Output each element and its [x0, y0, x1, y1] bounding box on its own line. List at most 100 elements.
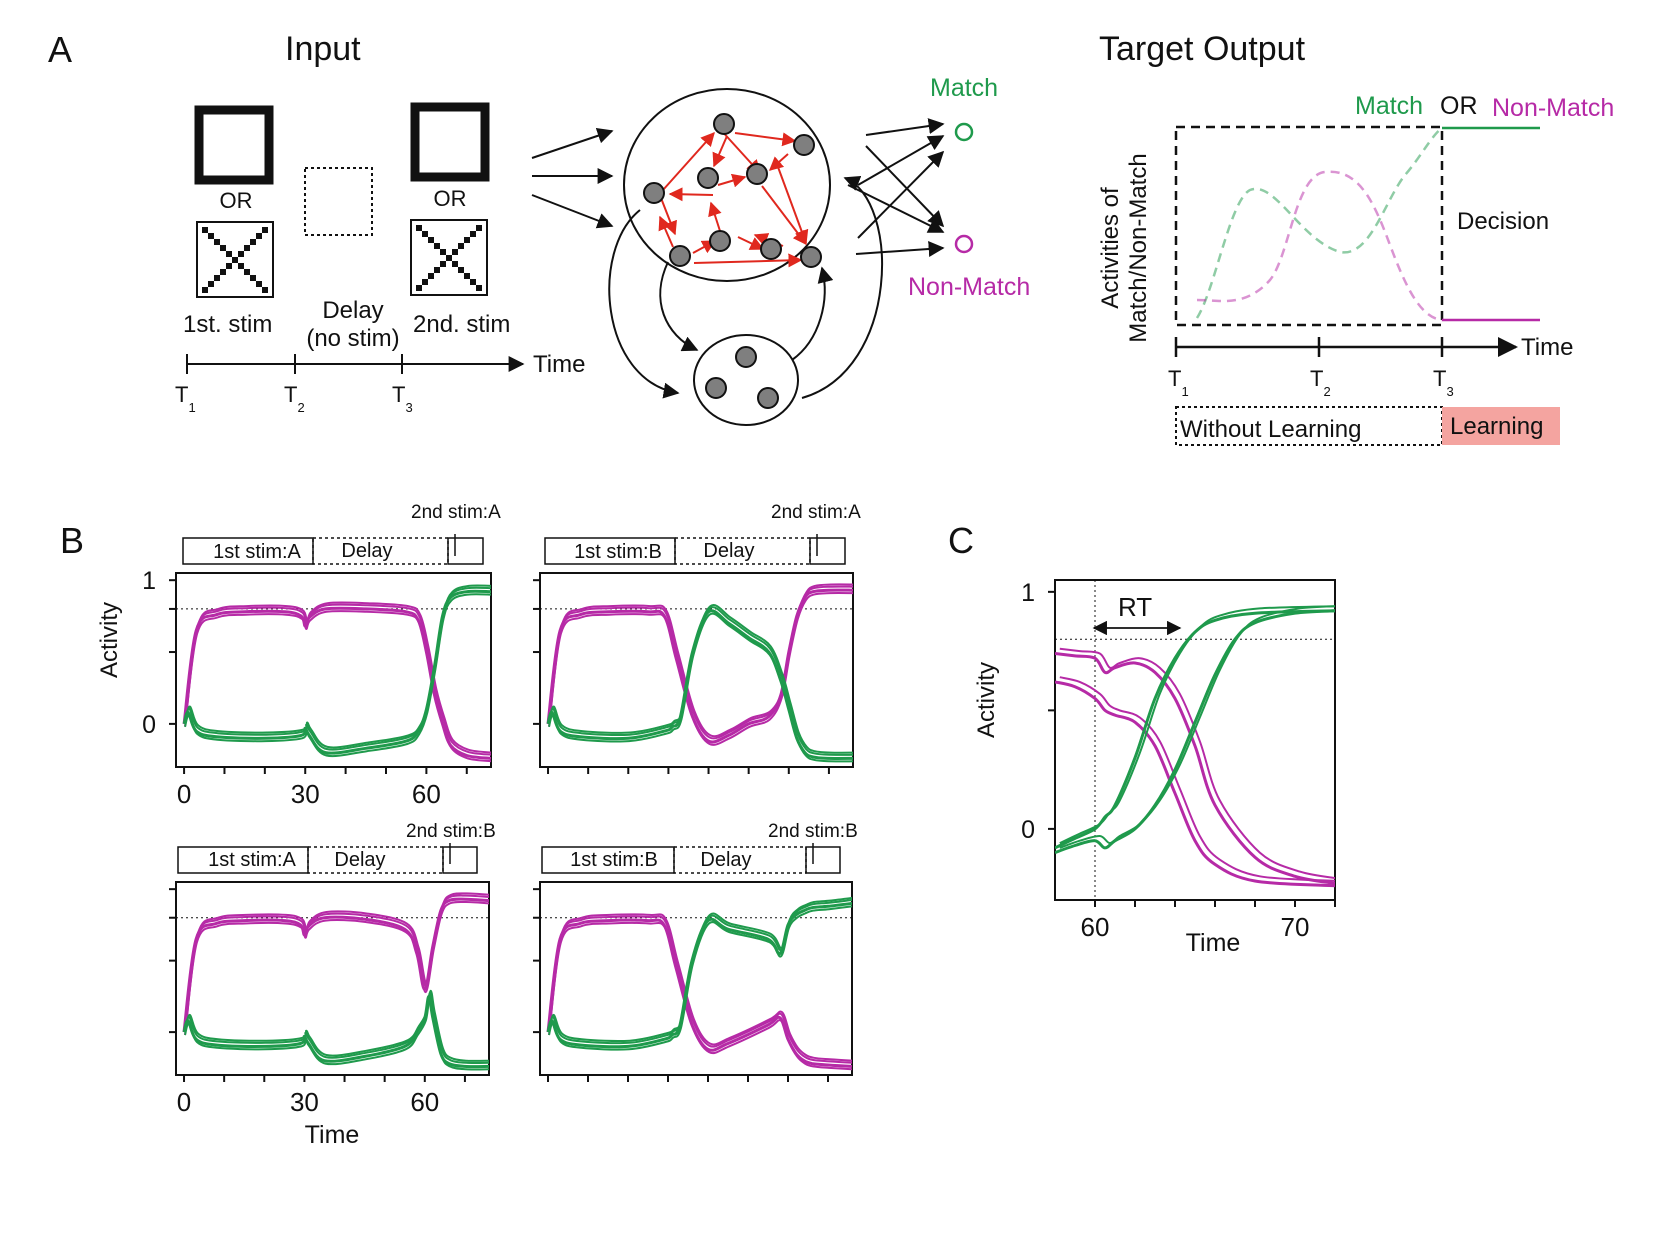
cross-pixel [428, 237, 434, 243]
stim-bar-1: 1st stim:A Delay 2nd stim:A [182, 502, 501, 565]
cross-pixel [452, 261, 458, 267]
x-tick-label: 30 [291, 779, 320, 809]
cross-pixel [202, 287, 208, 293]
series-line-non-match [548, 592, 853, 746]
cross-stimulus-icon [196, 221, 274, 298]
learning-box [1442, 407, 1560, 445]
cross-pixel [250, 239, 256, 245]
square-stimulus-icon [194, 105, 274, 185]
cross-pixel [416, 225, 422, 231]
target-match-label: Match [1355, 92, 1423, 120]
series-line-match [549, 604, 853, 754]
cross-pixel [446, 255, 452, 261]
cross-pixel [208, 233, 214, 239]
cross-pixel [256, 281, 262, 287]
x-tick-label: 60 [410, 1087, 439, 1117]
target-time-label: Time [1521, 334, 1573, 361]
cross-pixel [464, 237, 470, 243]
target-t1-label: T1 [1168, 366, 1189, 399]
target-or-label: OR [1440, 92, 1478, 120]
series-line-match [1059, 605, 1335, 849]
cross-pixel [458, 267, 464, 273]
cross-pixel [232, 257, 238, 263]
y-tick-label: 0 [1021, 816, 1035, 844]
series-line-match [546, 901, 852, 1049]
target-dashed-box [1174, 125, 1444, 327]
panel-b-xlabel: Time [305, 1121, 360, 1149]
cross-pixel [202, 227, 208, 233]
no-stim-label: (no stim) [306, 325, 399, 352]
series-line-non-match [184, 603, 491, 756]
series-line-match [548, 905, 852, 1051]
panel-b-ylabel: Activity [96, 602, 123, 678]
second-stim-a-label: 2nd stim:A [411, 502, 501, 523]
series-group [182, 584, 491, 763]
series-line-non-match [1059, 647, 1335, 880]
cross-pixel [238, 251, 244, 257]
second-stim-b-label-4: 2nd stim:B [768, 821, 858, 842]
y-tick-label: 1 [142, 567, 156, 595]
cross-pixel [416, 285, 422, 291]
series-group [546, 896, 852, 1071]
t3-label: T3 [392, 382, 413, 415]
decision-label: Decision [1457, 208, 1549, 235]
match-output-node [954, 122, 974, 142]
cross-pixel [244, 245, 250, 251]
series-line-match [548, 606, 853, 756]
chart-b-top-right [533, 572, 854, 774]
cross-pixel [220, 245, 226, 251]
series-line-non-match [548, 921, 852, 1071]
series-line-match [185, 584, 491, 749]
cross-pixel [208, 281, 214, 287]
cross-pixel [220, 269, 226, 275]
cross-pixel [458, 243, 464, 249]
panel-c-xlabel: Time [1186, 929, 1241, 957]
target-match-trace [1195, 126, 1443, 319]
series-line-non-match [184, 610, 491, 763]
t1-label: T1 [175, 382, 196, 415]
cross-pixel [244, 269, 250, 275]
x-tick-label: 70 [1281, 912, 1310, 942]
cross-pixel [256, 233, 262, 239]
or-label-1: OR [220, 188, 253, 213]
series-line-non-match [1059, 676, 1335, 882]
x-tick-label: 60 [412, 779, 441, 809]
or-label-2: OR [434, 186, 467, 211]
match-output-label: Match [930, 74, 998, 102]
network-diagram [531, 88, 974, 426]
cross-pixel [440, 261, 446, 267]
series-line-non-match [184, 900, 489, 1036]
cross-pixel [470, 231, 476, 237]
delay-label: Delay [322, 297, 383, 324]
series-line-non-match [546, 588, 853, 744]
without-learning-label: Without Learning [1180, 416, 1361, 443]
series-line-non-match [548, 913, 852, 1062]
plot-frame [175, 881, 490, 1076]
cross-pixel [250, 275, 256, 281]
target-t3-label: T3 [1433, 366, 1454, 399]
cross-pixel [470, 279, 476, 285]
series-group [1055, 605, 1335, 888]
second-stim-b-label: 2nd stim:B [406, 821, 496, 842]
cross-pixel [434, 243, 440, 249]
series-line-non-match [549, 583, 853, 738]
plot-frame [539, 881, 853, 1076]
hidden-pool-circle [693, 334, 799, 426]
delay-bar-label: Delay [341, 540, 392, 562]
series-line-non-match [185, 601, 491, 754]
panel-label-a: A [48, 29, 72, 70]
first-stim-b-label: 1st stim:B [574, 541, 662, 563]
target-t2-label: T2 [1310, 366, 1331, 399]
cross-pattern-icon-2 [416, 225, 482, 291]
series-line-match [1055, 609, 1335, 850]
first-stim-a-label: 1st stim:A [213, 541, 301, 563]
series-line-match [1055, 609, 1335, 855]
cross-pixel [262, 287, 268, 293]
cross-pixel [226, 263, 232, 269]
y-tick-label: 1 [1021, 579, 1035, 607]
cross-stimulus-icon-2 [410, 219, 488, 296]
recurrent-edges [658, 128, 809, 268]
